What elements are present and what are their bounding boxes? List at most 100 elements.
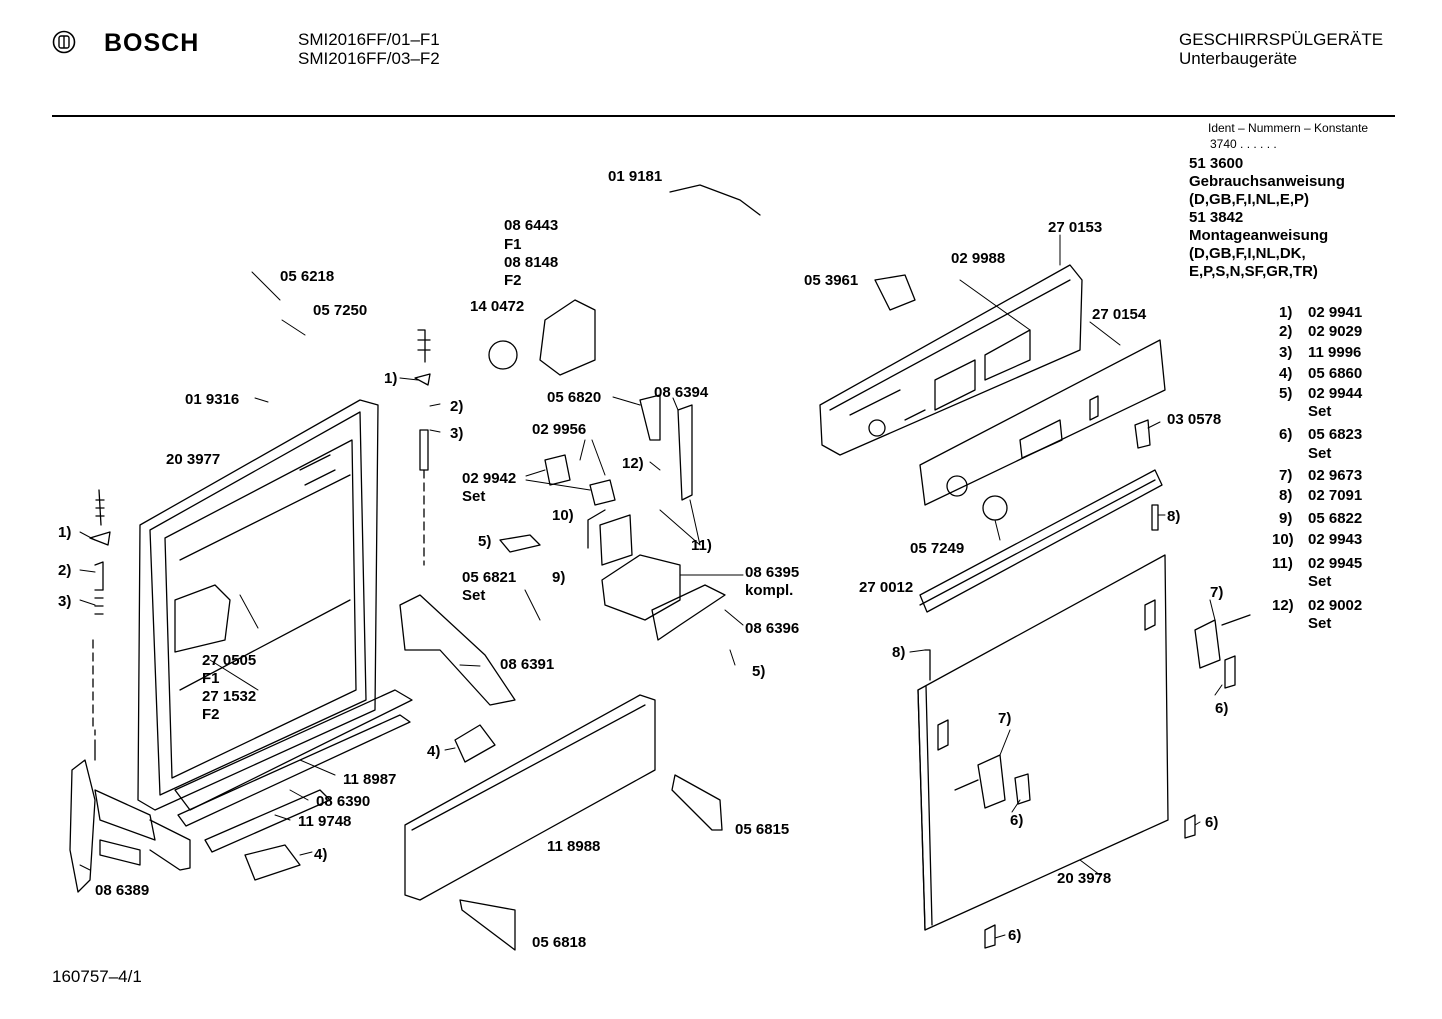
legend-key: 1): [1279, 304, 1293, 321]
variant-label: F2: [504, 272, 522, 289]
legend-key: 11): [1272, 555, 1293, 572]
part-label: 08 6389: [95, 882, 150, 899]
part-label: 14 0472: [470, 298, 525, 315]
legend-key: 9): [1279, 510, 1293, 527]
part-label: 11 9748: [298, 813, 352, 830]
part-label: 01 9181: [608, 168, 663, 185]
part-label: 05 7249: [910, 540, 965, 557]
doc-line: E,P,S,N,SF,GR,TR): [1189, 263, 1318, 280]
part-label: 27 1532: [202, 688, 257, 705]
control-unit: [489, 185, 760, 640]
part-label: 02 9988: [951, 250, 1006, 267]
legend-part: 02 9941: [1308, 304, 1363, 321]
part-label: 27 0154: [1092, 306, 1147, 323]
part-label: 08 8148: [504, 254, 559, 271]
ident-heading: Ident – Nummern – Konstante: [1208, 121, 1369, 135]
legend-key: 10): [1272, 531, 1294, 548]
header-divider: [52, 115, 1395, 117]
part-label: 08 6391: [500, 656, 555, 673]
callout-key: 4): [314, 846, 328, 863]
part-label: 03 0578: [1167, 411, 1222, 428]
doc-line: (D,GB,F,I,NL,DK,: [1189, 245, 1306, 262]
control-panel: [820, 265, 1165, 520]
doc-line: Montageanweisung: [1189, 227, 1329, 244]
part-label: 05 6818: [532, 934, 587, 951]
side-bracket: [400, 330, 515, 705]
part-label: 20 3978: [1057, 870, 1112, 887]
variant-label: F2: [202, 706, 220, 723]
callout-key: 8): [892, 644, 906, 661]
legend-note: Set: [1308, 403, 1332, 420]
ident-code: 3740 . . . . . .: [1210, 137, 1277, 151]
legend-key: 5): [1279, 385, 1293, 402]
part-label: 08 6395: [745, 564, 800, 581]
category-title: GESCHIRRSPÜLGERÄTE: [1179, 30, 1384, 49]
callout-key: 5): [752, 663, 766, 680]
legend-key: 2): [1279, 323, 1293, 340]
legend-key: 7): [1279, 467, 1293, 484]
set-label: Set: [462, 488, 486, 505]
callout-key: 6): [1215, 700, 1229, 717]
bosch-logo-icon: [52, 30, 76, 54]
callout-key: 10): [552, 507, 574, 524]
part-label: 02 9956: [532, 421, 587, 438]
legend-key: 6): [1279, 426, 1293, 443]
drawing-number: 160757–4/1: [52, 967, 142, 986]
inner-door-panel: [138, 400, 378, 810]
legend-part: 02 9002: [1308, 597, 1363, 614]
callout-key: 4): [427, 743, 441, 760]
legend-note: Set: [1308, 615, 1332, 632]
legend-part: 05 6823: [1308, 426, 1363, 443]
doc-line: (D,GB,F,I,NL,E,P): [1189, 191, 1309, 208]
legend-part: 05 6822: [1308, 510, 1363, 527]
legend-key: 8): [1279, 487, 1293, 504]
part-label: 08 6390: [316, 793, 371, 810]
part-label: 08 6394: [654, 384, 709, 401]
part-label: 20 3977: [166, 451, 221, 468]
part-label: 05 7250: [313, 302, 368, 319]
callout-key: 11): [691, 537, 712, 554]
variant-label: F1: [504, 236, 522, 253]
callout-key: 6): [1010, 812, 1024, 829]
part-label: 02 9942: [462, 470, 517, 487]
brand-name: BOSCH: [104, 29, 200, 57]
legend-key: 4): [1279, 365, 1293, 382]
part-label: 08 6443: [504, 217, 559, 234]
legend-note: Set: [1308, 573, 1332, 590]
part-label: 05 6218: [280, 268, 335, 285]
callout-key: 1): [384, 370, 398, 387]
part-label: 01 9316: [185, 391, 240, 408]
legend-part: 11 9996: [1308, 344, 1362, 361]
callout-key: 5): [478, 533, 492, 550]
part-label: 11 8987: [343, 771, 397, 788]
model-number-1: SMI2016FF/01–F1: [298, 30, 440, 49]
legend-note: Set: [1308, 445, 1332, 462]
part-label: 05 6820: [547, 389, 602, 406]
part-label: 27 0012: [859, 579, 914, 596]
legend-part: 02 9029: [1308, 323, 1363, 340]
doc-line: 51 3842: [1189, 209, 1244, 226]
model-number-2: SMI2016FF/03–F2: [298, 49, 440, 68]
part-label: 27 0505: [202, 652, 257, 669]
callout-key: 1): [58, 524, 72, 541]
trim-strip: [920, 470, 1162, 612]
outer-door-panel: [918, 555, 1250, 948]
callout-key: 9): [552, 569, 566, 586]
part-label: 27 0153: [1048, 219, 1103, 236]
callout-key: 12): [622, 455, 644, 472]
leader-lines: [80, 235, 1222, 938]
set-label: Set: [462, 587, 486, 604]
callout-key: 8): [1167, 508, 1181, 525]
callout-key: 3): [450, 425, 464, 442]
variant-label: F1: [202, 670, 220, 687]
callout-key: 6): [1008, 927, 1022, 944]
doc-line: 51 3600: [1189, 155, 1244, 172]
callout-key: 2): [58, 562, 72, 579]
callout-key: 7): [998, 710, 1012, 727]
legend-key: 3): [1279, 344, 1293, 361]
part-label: 05 3961: [804, 272, 859, 289]
part-label: 05 6815: [735, 821, 790, 838]
bottom-trim-parts: [175, 690, 495, 880]
left-hinge-assembly: [70, 490, 190, 892]
